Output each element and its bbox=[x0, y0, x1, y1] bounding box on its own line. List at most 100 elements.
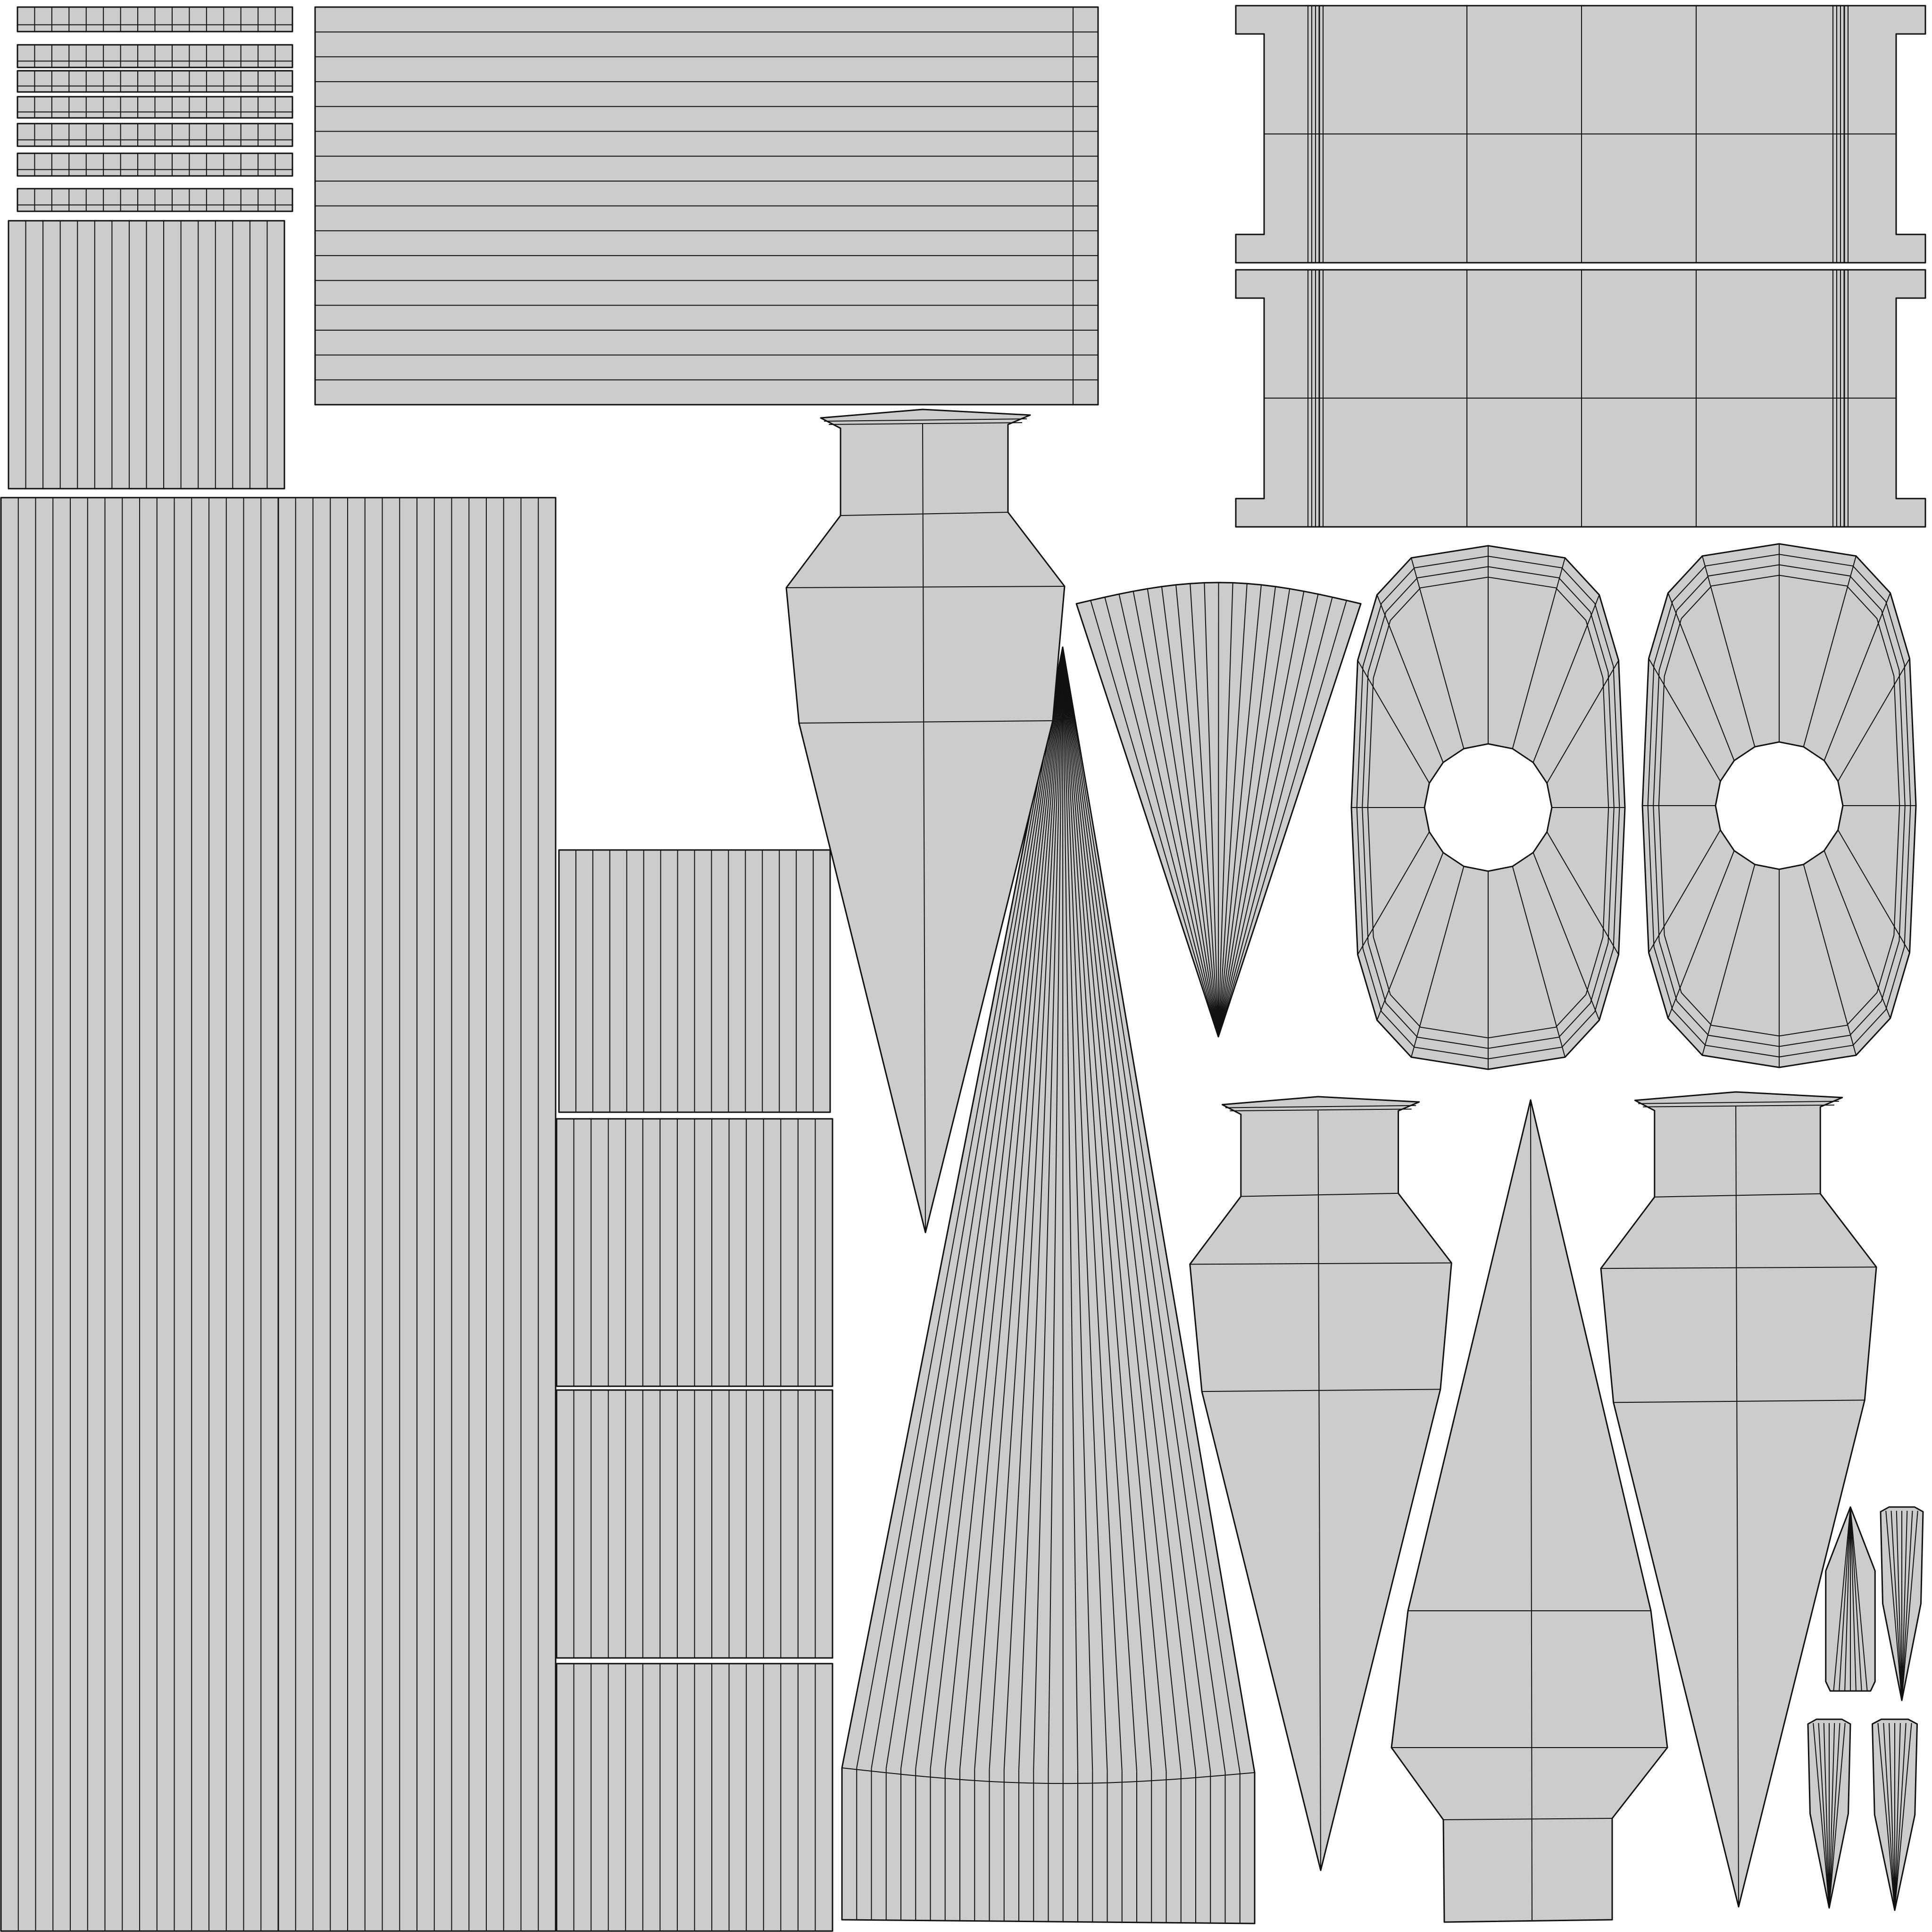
uv-seam-line bbox=[1532, 852, 1600, 1021]
uv-seam-line bbox=[1512, 558, 1566, 749]
uv-seam-line bbox=[1062, 647, 1226, 1773]
uv-seam-line bbox=[1218, 583, 1248, 1037]
uv-seam-line bbox=[1218, 594, 1319, 1037]
uv-seam-line bbox=[1411, 558, 1465, 749]
uv-seam-line bbox=[1218, 600, 1347, 1037]
uv-seam-line bbox=[1889, 1723, 1895, 1911]
uv-seam-line bbox=[915, 647, 1063, 1769]
uv-seam-line bbox=[1218, 586, 1276, 1037]
uv-seam-line bbox=[1062, 647, 1167, 1772]
horizontal-strip-block bbox=[314, 6, 1099, 406]
uv-seam-line bbox=[1357, 660, 1430, 783]
small-strip-1 bbox=[17, 6, 293, 33]
octagon-ring-1-hole bbox=[1424, 743, 1553, 872]
uv-seam-line bbox=[1638, 1100, 1839, 1104]
octagon-ring-2-hole bbox=[1715, 741, 1844, 870]
uv-seam-line bbox=[1018, 647, 1063, 1770]
uv-seam-line bbox=[1062, 647, 1152, 1772]
uv-seam-line bbox=[1894, 1723, 1901, 1911]
uv-seam-line bbox=[1190, 583, 1219, 1037]
uv-seam-line bbox=[1076, 603, 1219, 1037]
small-strip-2 bbox=[17, 44, 293, 68]
uv-seam-line bbox=[922, 423, 926, 1233]
uv-seam-line bbox=[1147, 589, 1219, 1037]
uv-seam-line bbox=[1104, 597, 1219, 1037]
uv-seam-line bbox=[1823, 1723, 1830, 1908]
uv-seam-line bbox=[799, 720, 1053, 724]
uv-seam-line bbox=[1062, 647, 1137, 1772]
uv-seam-line bbox=[1829, 1723, 1846, 1908]
uv-seam-line bbox=[1824, 592, 1891, 761]
uv-seam-line bbox=[1667, 850, 1735, 1019]
fan-sector bbox=[1075, 582, 1362, 1038]
uv-seam-line bbox=[1901, 1510, 1913, 1701]
uv-seam-line bbox=[1411, 866, 1465, 1058]
uv-seam-line bbox=[1003, 647, 1063, 1770]
uv-seam-line bbox=[989, 647, 1063, 1770]
uv-seam-line bbox=[841, 1767, 1255, 1784]
uv-seam-line bbox=[1654, 1193, 1821, 1198]
octagon-ring-2 bbox=[1641, 543, 1917, 1068]
uv-seam-line bbox=[1803, 556, 1857, 747]
uv-seam-line bbox=[1613, 1399, 1865, 1403]
vase-unwrap-3 bbox=[1600, 1091, 1877, 1908]
uv-seam-line bbox=[824, 418, 1027, 422]
pod-unwrap-3 bbox=[1807, 1718, 1851, 1909]
uv-seam-line bbox=[900, 647, 1063, 1769]
uv-seam-line bbox=[944, 647, 1063, 1769]
uv-seam-line bbox=[1885, 1510, 1902, 1701]
uv-seam-line bbox=[1702, 864, 1756, 1056]
uv-seam-line bbox=[1133, 591, 1219, 1037]
uv-seam-line bbox=[1844, 1507, 1851, 1691]
uv-seam-line bbox=[1850, 1507, 1857, 1691]
uv-seam-line bbox=[1877, 1723, 1895, 1911]
uv-seam-line bbox=[1824, 850, 1891, 1019]
uv-seam-line bbox=[1702, 556, 1756, 747]
uv-seam-line bbox=[1901, 1510, 1918, 1701]
small-strip-7 bbox=[17, 188, 293, 212]
uv-seam-line bbox=[1357, 832, 1430, 955]
pod-unwrap-2 bbox=[1880, 1506, 1924, 1701]
uv-seam-line bbox=[1643, 1104, 1834, 1108]
medium-strip-block-2 bbox=[556, 1118, 833, 1387]
uv-seam-line bbox=[1839, 1507, 1851, 1691]
uv-seam-line bbox=[1062, 647, 1196, 1772]
uv-seam-line bbox=[1512, 866, 1566, 1058]
uv-seam-line bbox=[1090, 600, 1219, 1037]
uv-seam-line bbox=[1837, 658, 1910, 782]
large-cone-unwrap bbox=[841, 646, 1256, 1924]
uv-seam-line bbox=[1218, 589, 1291, 1037]
uv-seam-line bbox=[1048, 647, 1063, 1771]
uv-seam-line bbox=[840, 512, 1008, 516]
vase-unwrap-2 bbox=[1189, 1096, 1452, 1871]
uv-seam-line bbox=[1818, 1723, 1830, 1908]
uv-seam-line bbox=[871, 647, 1063, 1768]
uv-seam-line bbox=[1850, 1507, 1868, 1691]
barrel-unwrap-top bbox=[1235, 5, 1926, 264]
uv-seam-line bbox=[1829, 1723, 1840, 1908]
uv-seam-line bbox=[1202, 1389, 1441, 1392]
uv-seam-line bbox=[828, 422, 1023, 425]
small-strip-4 bbox=[17, 96, 293, 119]
uv-seam-line bbox=[1532, 594, 1600, 763]
uv-seam-line bbox=[1062, 647, 1211, 1773]
uv-seam-line bbox=[1161, 586, 1219, 1037]
uv-seam-line bbox=[1062, 647, 1182, 1772]
medium-strip-block-3 bbox=[556, 1389, 833, 1659]
uv-seam-line bbox=[885, 647, 1063, 1769]
uv-seam-line bbox=[1175, 584, 1219, 1037]
uv-seam-line bbox=[1901, 1510, 1908, 1701]
uv-seam-line bbox=[1218, 584, 1262, 1037]
medium-strip-block-4 bbox=[556, 1663, 833, 1932]
uv-seam-line bbox=[1530, 1099, 1532, 1921]
uv-seam-line bbox=[1376, 594, 1444, 763]
uv-seam-line bbox=[1218, 591, 1305, 1037]
uv-seam-line bbox=[786, 586, 1065, 588]
uv-seam-line bbox=[1850, 1507, 1862, 1691]
barrel-unwrap-bottom bbox=[1235, 269, 1926, 528]
uv-seam-line bbox=[1062, 647, 1108, 1771]
tall-strip-block-right bbox=[277, 497, 557, 1932]
uv-seam-line bbox=[1443, 1818, 1613, 1820]
uv-seam-line bbox=[1062, 647, 1078, 1771]
